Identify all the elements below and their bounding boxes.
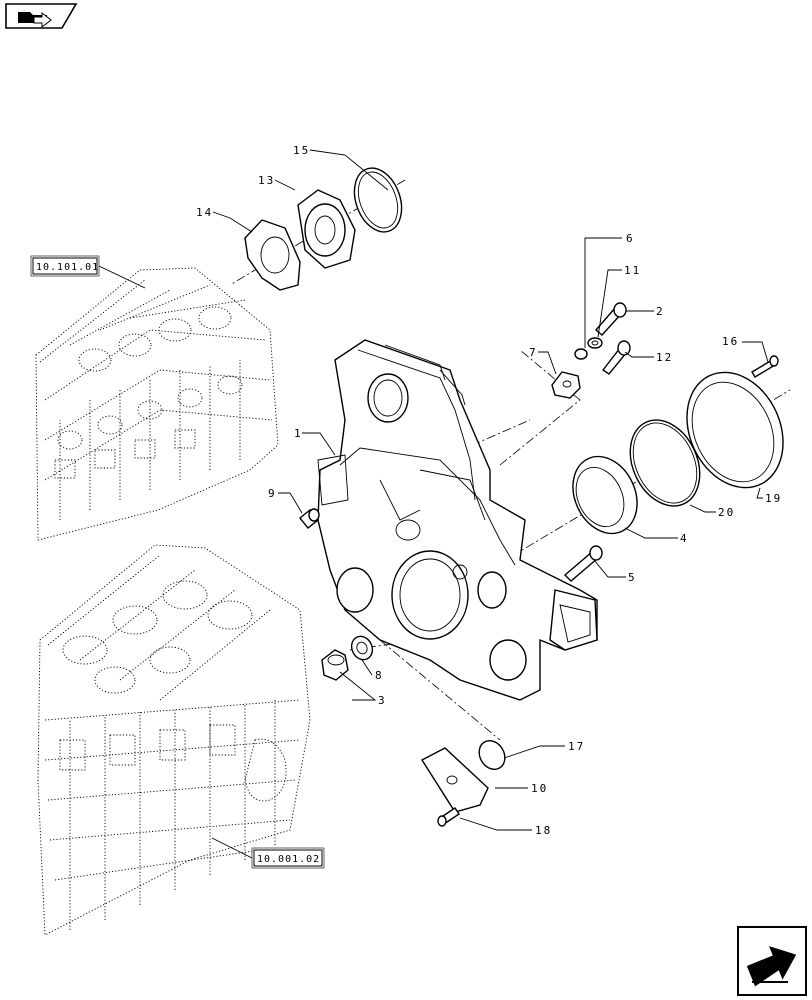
callout-15: 15 (293, 144, 310, 157)
callout-5: 5 (628, 571, 637, 584)
timing-cover (317, 339, 598, 701)
callout-19: 19 (765, 492, 782, 505)
engine-block-upper (35, 267, 279, 541)
cover-13 (297, 189, 356, 269)
cover-plate-10 (421, 747, 489, 813)
bracket-7 (551, 371, 581, 399)
callout-2: 2 (656, 305, 665, 318)
dowel-9 (299, 508, 320, 529)
o-ring-17 (478, 739, 506, 771)
callout-16: 16 (722, 335, 739, 348)
washer-6 (574, 348, 588, 360)
rear-cover-19 (686, 371, 784, 489)
gasket-14 (244, 219, 301, 291)
callout-13: 13 (258, 174, 275, 187)
reference-box-top[interactable]: 10.101.01 (30, 255, 100, 277)
callout-4: 4 (680, 532, 689, 545)
next-page-arrow-icon[interactable] (737, 926, 807, 996)
oil-seal-4 (572, 455, 638, 535)
callout-17: 17 (568, 740, 585, 753)
seal-8 (350, 635, 374, 661)
washer-11 (587, 337, 603, 349)
callout-12: 12 (656, 351, 673, 364)
plug-3 (321, 649, 349, 681)
callout-9: 9 (268, 487, 277, 500)
callout-7: 7 (529, 346, 538, 359)
callout-20: 20 (718, 506, 735, 519)
callout-18: 18 (535, 824, 552, 837)
reference-label-bottom: 10.001.02 (257, 854, 320, 865)
folder-navigation-icon[interactable] (5, 3, 78, 29)
bolt-16 (751, 355, 779, 378)
o-ring-15 (353, 167, 403, 233)
bolt-5 (563, 545, 603, 582)
reference-box-bottom[interactable]: 10.001.02 (251, 847, 325, 869)
callout-11: 11 (624, 264, 641, 277)
callout-6: 6 (626, 232, 635, 245)
callout-8: 8 (375, 669, 384, 682)
reference-label-top: 10.101.01 (36, 262, 99, 273)
bolt-12 (601, 340, 631, 375)
bolt-18 (437, 807, 460, 827)
callout-10: 10 (531, 782, 548, 795)
bolt-2 (595, 302, 627, 336)
callout-3: 3 (378, 694, 387, 707)
ring-20 (629, 419, 701, 507)
engine-block-lower (37, 544, 311, 936)
callout-14: 14 (196, 206, 213, 219)
callout-1: 1 (294, 427, 303, 440)
